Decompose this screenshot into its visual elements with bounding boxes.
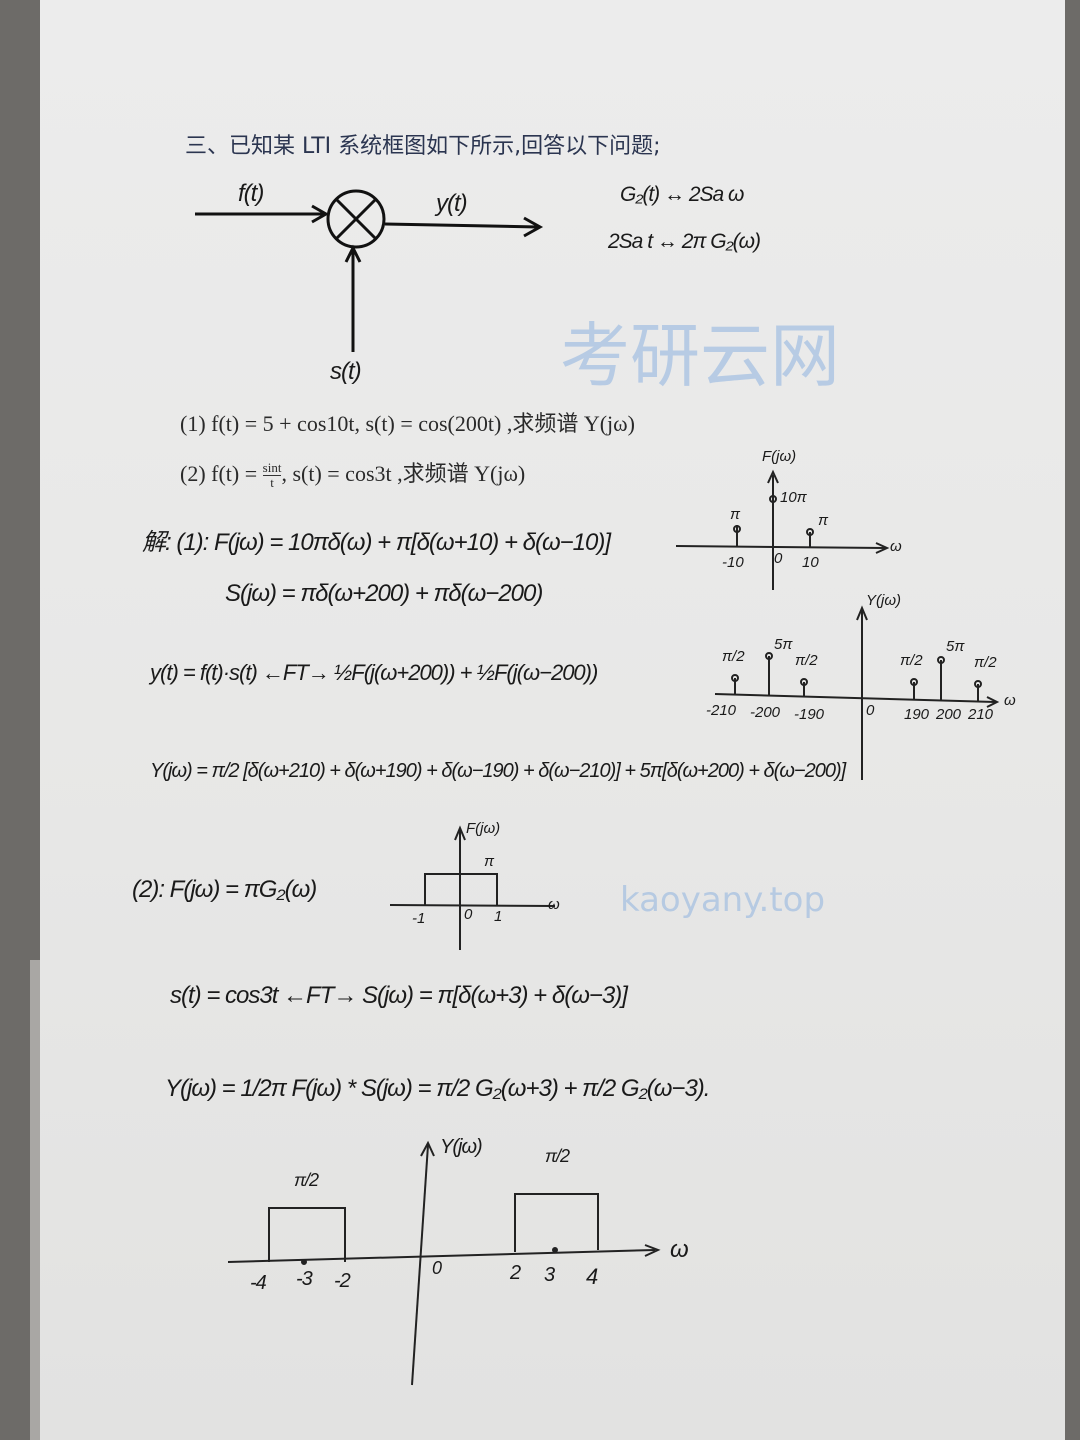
plot-f1-ylabel: F(jω) — [762, 448, 797, 465]
solution-line-6: s(t) = cos3t ←FT→ S(jω) = π[δ(ω+3) + δ(ω… — [170, 982, 628, 1009]
solution-line-1: 解: (1): F(jω) = 10πδ(ω) + π[δ(ω+10) + δ(… — [142, 529, 611, 556]
plot-f1-peak-label: 10π — [780, 489, 807, 506]
solution-line-2: S(jω) = πδ(ω+200) + πδ(ω−200) — [225, 580, 543, 607]
plot-f1-side-label: π — [730, 506, 741, 523]
plot-f2-xlabel: ω — [548, 896, 560, 913]
tick: -190 — [794, 706, 825, 723]
block-diagram — [195, 189, 544, 352]
plot-f1-axes — [675, 469, 890, 590]
plot-f2-height-label: π — [484, 853, 495, 870]
tick: -4 — [250, 1272, 267, 1294]
gate-right — [514, 1193, 599, 1252]
tick: -2 — [334, 1270, 351, 1292]
tick: 2 — [510, 1262, 521, 1284]
tick: -210 — [706, 702, 737, 719]
carrier-label: s(t) — [330, 358, 362, 385]
tick: 190 — [904, 706, 930, 723]
label-pi-half: π/2 — [974, 654, 997, 671]
solution-line-7: Y(jω) = 1/2π F(jω) * S(jω) = π/2 G₂(ω+3)… — [165, 1075, 710, 1102]
tick: -10 — [722, 554, 744, 571]
solution-line-4: Y(jω) = π/2 [δ(ω+210) + δ(ω+190) + δ(ω−1… — [150, 760, 846, 782]
plot-y1-axes — [714, 605, 1000, 780]
label-pi-half: π/2 — [795, 652, 818, 669]
paper-sheet — [40, 0, 1065, 1440]
input-label: f(t) — [238, 180, 264, 207]
plot-y1-ylabel: Y(jω) — [866, 592, 902, 609]
note-2: 2Sa t ↔ 2π G₂(ω) — [608, 230, 761, 253]
watermark-cn: 考研云网 — [560, 315, 840, 397]
plot-y2-ylabel: Y(jω) — [440, 1136, 483, 1158]
tick: 210 — [968, 706, 994, 723]
solution-line-5: (2): F(jω) = πG₂(ω) — [132, 876, 317, 903]
multiplier-circle — [326, 189, 386, 249]
plot-y2-height-label: π/2 — [545, 1146, 570, 1166]
label-pi-half: π/2 — [722, 648, 745, 665]
tick: 4 — [586, 1264, 598, 1289]
part1-text: (1) f(t) = 5 + cos10t, s(t) = cos(200t) … — [180, 411, 635, 436]
note-1: G₂(t) ↔ 2Sa ω — [620, 183, 744, 206]
tick: 0 — [774, 550, 783, 567]
tick: 0 — [866, 702, 875, 719]
label-5pi: 5π — [774, 636, 793, 653]
tick: 0 — [464, 906, 473, 923]
plot-y2-xlabel: ω — [670, 1236, 689, 1263]
watermark-url: kaoyany.top — [620, 880, 826, 920]
tick: -200 — [750, 704, 781, 721]
tick: 10 — [802, 554, 819, 571]
plot-f1-xlabel: ω — [890, 538, 902, 555]
tick: 3 — [544, 1264, 555, 1286]
output-arrow — [384, 222, 539, 229]
label-pi-half: π/2 — [900, 652, 923, 669]
plot-y2-axes — [227, 1140, 661, 1386]
tick: -3 — [296, 1268, 313, 1290]
question-title: 三、已知某 LTI 系统框图如下所示,回答以下问题; — [185, 134, 661, 159]
tick: 1 — [494, 908, 503, 925]
input-arrowhead — [311, 204, 330, 224]
tick: 0 — [432, 1258, 442, 1278]
gate-left — [268, 1207, 346, 1262]
plot-f2-ylabel: F(jω) — [466, 820, 501, 837]
label-5pi: 5π — [946, 638, 965, 655]
plot-f1-side-label: π — [818, 512, 829, 529]
solution-line-3: y(t) = f(t)·s(t) ←FT→ ½F(j(ω+200)) + ½F(… — [150, 660, 598, 685]
plot-f2-axes — [389, 825, 556, 950]
plot-y2-height-label: π/2 — [294, 1170, 319, 1190]
tick: -1 — [412, 910, 426, 927]
gate-pulse — [424, 873, 498, 905]
output-label: y(t) — [436, 190, 468, 217]
plot-y1-xlabel: ω — [1004, 692, 1016, 709]
tick: 200 — [936, 706, 962, 723]
